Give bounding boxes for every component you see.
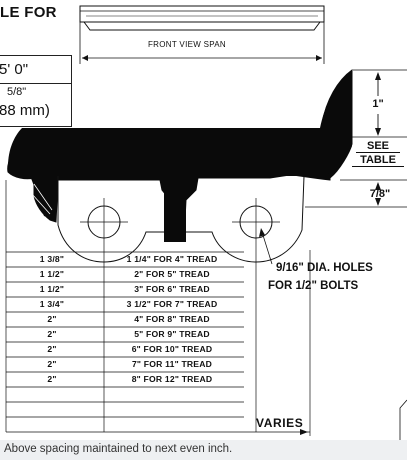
dimension-top-label: 1" <box>372 98 384 110</box>
tread-cell: 7" FOR 11" TREAD <box>131 359 213 369</box>
hole-size: 9/16" <box>276 262 304 274</box>
spacing-cell: 1 1/2" <box>39 269 65 279</box>
table-row: 1 1/2" 3" FOR 6" TREAD <box>6 282 242 297</box>
tread-cell: 4" FOR 8" TREAD <box>134 314 210 324</box>
tread-cell: 8" FOR 12" TREAD <box>131 374 213 384</box>
tread-cell: 2" FOR 5" TREAD <box>134 269 210 279</box>
table-row: 1 1/2" 2" FOR 5" TREAD <box>6 267 242 282</box>
table-row: 2" 4" FOR 8" TREAD <box>6 312 242 327</box>
tread-cell: 1 1/4" FOR 4" TREAD <box>126 254 218 264</box>
spec-fraction: 5/8" <box>7 86 27 98</box>
spacing-cell: 1 1/2" <box>39 284 65 294</box>
dimension-bottom-label: 7/8" <box>369 188 391 200</box>
spec-length: 5' 0" <box>0 61 29 78</box>
tread-cell: 5" FOR 9" TREAD <box>134 329 210 339</box>
table-row: 1 3/8" 1 1/4" FOR 4" TREAD <box>6 252 242 267</box>
spacing-cell: 2" <box>47 374 57 384</box>
table-row: 2" 8" FOR 12" TREAD <box>6 372 242 387</box>
page-title: LE FOR <box>0 4 57 21</box>
see-table-label-line1: SEE <box>356 140 400 153</box>
tread-cross-section <box>5 69 407 440</box>
front-view-drawing <box>79 5 325 64</box>
hole-note-line1: 9/16" DIA. HOLES <box>276 262 373 274</box>
spacing-cell: 2" <box>47 359 57 369</box>
spacing-cell: 2" <box>47 344 57 354</box>
front-view-label: FRONT VIEW SPAN <box>148 40 226 49</box>
see-table-label-line2: TABLE <box>352 154 404 167</box>
spacing-table: 1 3/8" 1 1/4" FOR 4" TREAD 1 1/2" 2" FOR… <box>6 252 242 387</box>
spacing-cell: 2" <box>47 314 57 324</box>
footer-note: Above spacing maintained to next even in… <box>4 443 233 455</box>
spec-box: 5' 0" 5/8" 88 mm) <box>0 55 72 127</box>
table-row: 2" 6" FOR 10" TREAD <box>6 342 242 357</box>
spec-metric: 88 mm) <box>0 102 50 119</box>
spacing-cell: 1 3/8" <box>39 254 65 264</box>
hole-note-line2: FOR 1/2" BOLTS <box>268 280 359 292</box>
spacing-cell: 1 3/4" <box>39 299 65 309</box>
table-row: 1 3/4" 3 1/2" FOR 7" TREAD <box>6 297 242 312</box>
hole-desc: DIA. HOLES <box>303 262 373 274</box>
tread-cell: 6" FOR 10" TREAD <box>131 344 213 354</box>
spacing-cell: 2" <box>47 329 57 339</box>
tread-cell: 3 1/2" FOR 7" TREAD <box>126 299 218 309</box>
table-row: 2" 7" FOR 11" TREAD <box>6 357 242 372</box>
table-row: 2" 5" FOR 9" TREAD <box>6 327 242 342</box>
varies-label: VARIES <box>256 416 304 430</box>
tread-cell: 3" FOR 6" TREAD <box>134 284 210 294</box>
footer-bar <box>0 440 407 460</box>
